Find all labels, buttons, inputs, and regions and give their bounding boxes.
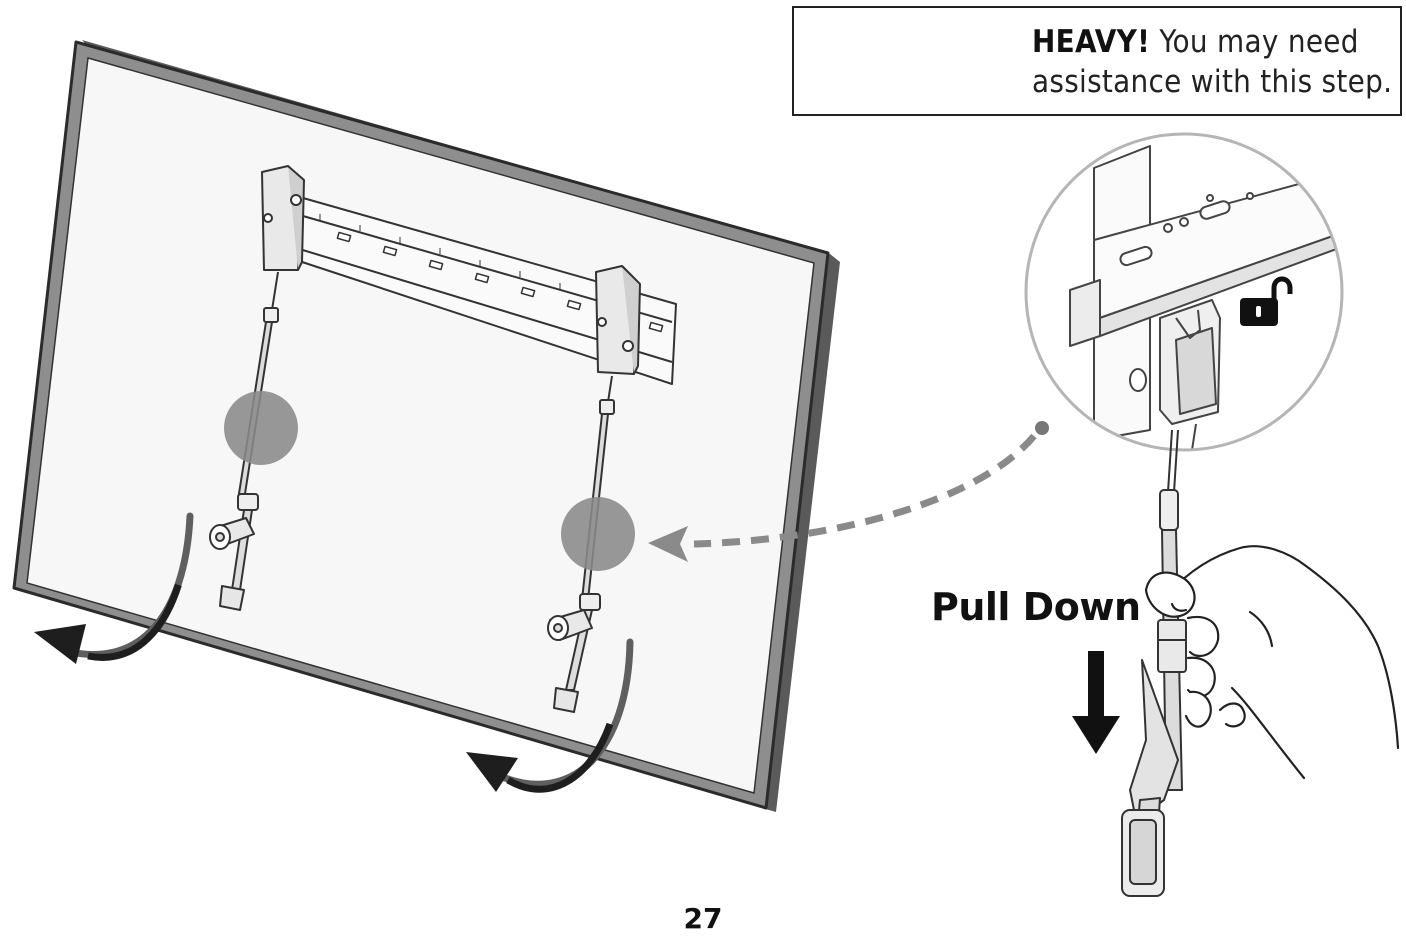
right-mount-bracket bbox=[595, 265, 641, 375]
left-mount-bracket bbox=[261, 165, 305, 271]
detail-pointer bbox=[648, 421, 1049, 562]
warning-message: HEAVY! You may need assistance with this… bbox=[1032, 22, 1400, 102]
left-highlight-marker bbox=[224, 391, 298, 465]
release-strap bbox=[1121, 429, 1187, 897]
right-highlight-marker bbox=[561, 497, 635, 571]
tv-panel bbox=[12, 40, 840, 812]
warning-line-2: assistance with this step. bbox=[1032, 64, 1393, 100]
rotate-arrow-icon bbox=[466, 638, 634, 793]
unlock-padlock-icon bbox=[1240, 276, 1293, 326]
detail-inset bbox=[1024, 132, 1344, 452]
pull-down-label: Pull Down bbox=[931, 585, 1141, 629]
wall-mount-rail bbox=[295, 195, 677, 385]
down-arrow-icon bbox=[1072, 651, 1120, 754]
page-number: 27 bbox=[683, 902, 723, 935]
warning-line-1: HEAVY! You may need bbox=[1032, 22, 1400, 62]
heavy-warning-box: HEAVY! You may need assistance with this… bbox=[792, 6, 1402, 116]
warning-line-1-rest: You may need bbox=[1150, 24, 1359, 60]
warning-heading: HEAVY! bbox=[1032, 24, 1151, 60]
rotate-arrow-icon bbox=[34, 512, 194, 664]
hand-illustration bbox=[1144, 545, 1400, 780]
